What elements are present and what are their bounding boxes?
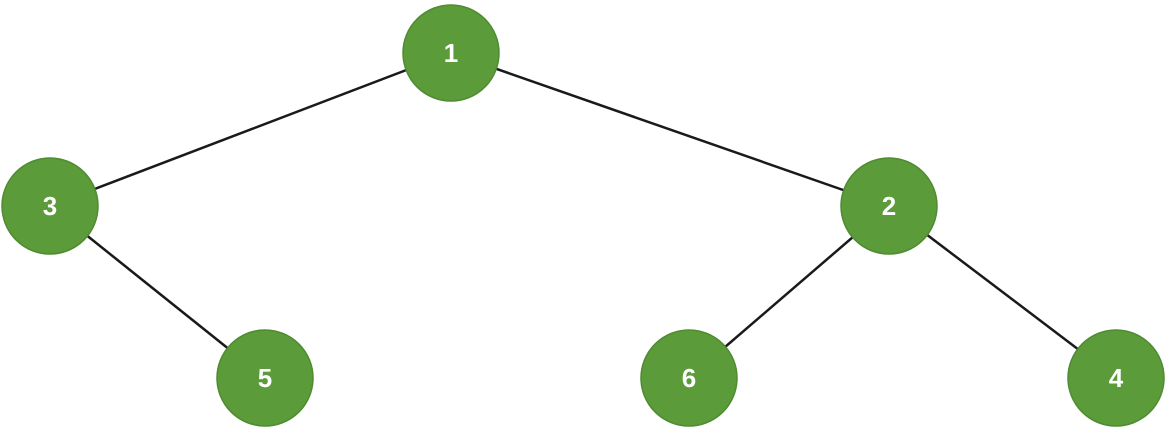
- node-circle: [1, 157, 99, 255]
- edge-1-2: [449, 51, 891, 208]
- tree-node-3: 3: [1, 157, 99, 255]
- node-circle: [402, 4, 500, 102]
- node-label: 6: [682, 363, 696, 393]
- tree-node-1: 1: [402, 4, 500, 102]
- tree-edges: [48, 51, 1118, 380]
- node-circle: [840, 157, 938, 255]
- node-label: 4: [1109, 363, 1124, 393]
- node-label: 5: [258, 363, 272, 393]
- node-circle: [640, 329, 738, 427]
- node-label: 3: [43, 191, 57, 221]
- edge-1-3: [48, 51, 453, 208]
- node-label: 1: [444, 38, 458, 68]
- tree-node-6: 6: [640, 329, 738, 427]
- tree-node-4: 4: [1067, 329, 1165, 427]
- tree-node-5: 5: [216, 329, 314, 427]
- node-circle: [1067, 329, 1165, 427]
- node-circle: [216, 329, 314, 427]
- tree-nodes: 1 3 2 5 6 4: [1, 4, 1165, 427]
- node-label: 2: [882, 191, 896, 221]
- tree-node-2: 2: [840, 157, 938, 255]
